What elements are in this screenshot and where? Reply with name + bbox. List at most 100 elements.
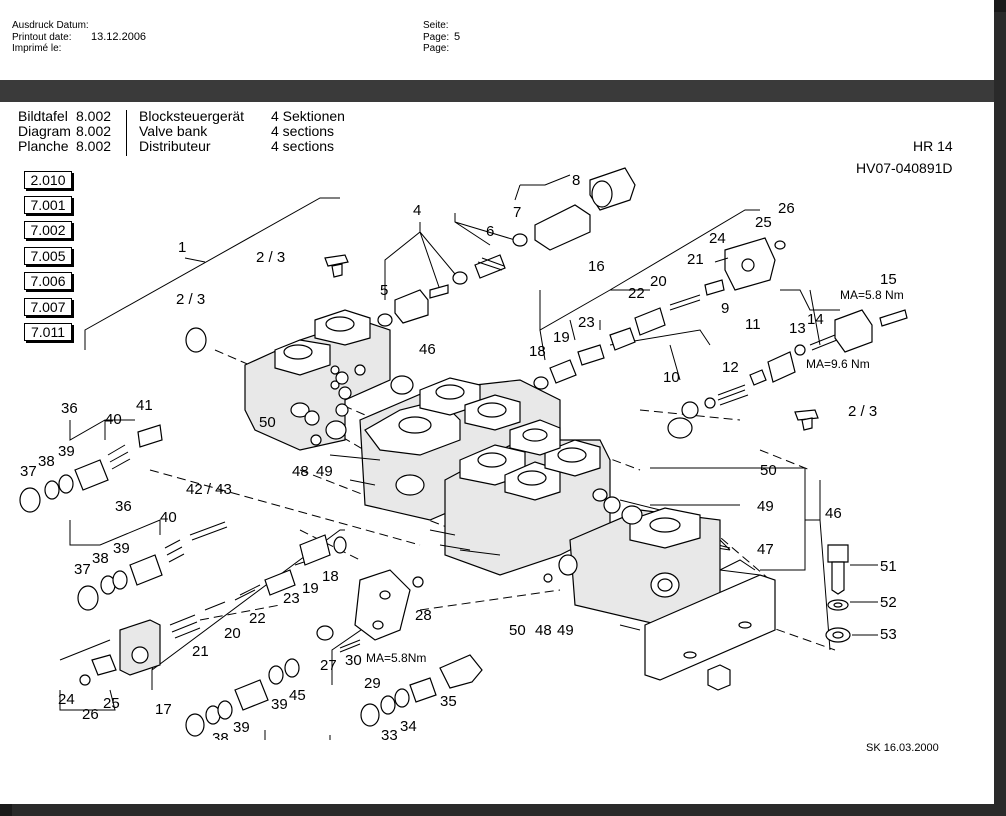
diagram-label-de: Bildtafel (18, 108, 68, 124)
reference-box[interactable]: 7.001 (24, 196, 72, 214)
diagram-no-fr: 8.002 (76, 138, 112, 154)
callout-label: 49 (557, 622, 574, 639)
callout-label: 5 (380, 282, 388, 299)
callout-label: 4 (413, 202, 421, 219)
model-label: HR 14 (913, 138, 953, 154)
reference-box[interactable]: 2.010 (24, 171, 72, 189)
page-number: 5 (454, 31, 461, 43)
callout-label: 37 (74, 561, 91, 578)
printout-label-fr: Imprimé le: (12, 43, 62, 54)
callout-label: 40 (160, 509, 177, 526)
callout-label: 23 (283, 590, 300, 607)
page-label-fr: Page: (423, 43, 450, 54)
callout-label: 40 (105, 411, 122, 428)
title-fr: Distributeur (139, 138, 211, 154)
callout-label: 2 / 3 (176, 291, 205, 308)
callout-label: 32 (360, 737, 377, 740)
page-label-de: Seite: (423, 20, 449, 31)
sections-en: 4 sections (271, 123, 335, 139)
drawing-footer: SK 16.03.2000 (866, 742, 939, 754)
page-shadow-right (994, 12, 1006, 816)
callout-label: 13 (789, 320, 806, 337)
printout-date: 13.12.2006 (91, 31, 147, 43)
reference-box[interactable]: 7.011 (24, 323, 72, 341)
callout-label: 6 (486, 223, 494, 240)
reference-box[interactable]: 7.005 (24, 247, 72, 265)
callout-label: 42 / 43 (186, 481, 232, 498)
callout-label: 50 (760, 462, 777, 479)
torque-label: MA=5.8 Nm (840, 288, 904, 302)
reference-box[interactable]: 7.006 (24, 272, 72, 290)
callout-label: 46 (825, 505, 842, 522)
title-en: Valve bank (139, 123, 208, 139)
callout-label: 36 (115, 498, 132, 515)
callout-label: 29 (364, 675, 381, 692)
page-separator (0, 80, 994, 102)
callout-label: 48 (292, 463, 309, 480)
exploded-parts-drawing: 1 2 / 3 2 / 3 2 / 3 4 5 6 7 8 9 10 11 12… (19, 167, 908, 740)
callout-label: 33 (381, 727, 398, 740)
callout-label: 20 (650, 273, 667, 290)
callout-label: 49 (757, 498, 774, 515)
callout-label: 22 (628, 285, 645, 302)
page-label-en: Page: (423, 32, 450, 43)
callout-label: 23 (578, 314, 595, 331)
callout-label: 50 (509, 622, 526, 639)
callout-label: 26 (82, 706, 99, 723)
drawing-code: HV07-040891D (856, 160, 953, 176)
callout-label: 22 (249, 610, 266, 627)
callout-label: 41 (136, 397, 153, 414)
callout-label: 21 (687, 251, 704, 268)
torque-label: MA=5.8Nm (366, 651, 426, 665)
callout-label: 45 (289, 687, 306, 704)
callout-label: 7 (513, 204, 521, 221)
header-divider (126, 110, 127, 156)
torque-label: MA=9.6 Nm (806, 357, 870, 371)
callout-label: 47 (757, 541, 774, 558)
callout-label: 52 (880, 594, 897, 611)
callout-label: 20 (224, 625, 241, 642)
callout-label: 21 (192, 643, 209, 660)
callout-label: 10 (663, 369, 680, 386)
callout-label: 2 / 3 (848, 403, 877, 420)
callout-label: 38 (212, 730, 229, 740)
diagram-label-en: Diagram (18, 123, 71, 139)
callout-label: 30 (345, 652, 362, 669)
callout-label: 39 (58, 443, 75, 460)
callout-label: 36 (61, 400, 78, 417)
callout-label: 24 (709, 230, 726, 247)
callout-label: 48 (535, 622, 552, 639)
callout-label: 16 (588, 258, 605, 275)
callout-label: 26 (778, 200, 795, 217)
printout-label-de: Ausdruck Datum: (12, 20, 89, 31)
callout-label: 46 (419, 341, 436, 358)
callout-label: 11 (745, 316, 761, 333)
callout-label: 34 (400, 718, 417, 735)
callout-label: 50 (259, 414, 276, 431)
callout-label: 9 (721, 300, 729, 317)
callout-label: 1 (178, 239, 186, 256)
callout-label: 18 (322, 568, 339, 585)
callout-label: 25 (755, 214, 772, 231)
diagram-label-fr: Planche (18, 138, 69, 154)
callout-label: 18 (529, 343, 546, 360)
callout-label: 28 (415, 607, 432, 624)
callout-label: 39 (271, 696, 288, 713)
callout-label: 25 (103, 695, 120, 712)
callout-label: 38 (38, 453, 55, 470)
callout-label: 14 (807, 311, 824, 328)
sections-de: 4 Sektionen (271, 108, 345, 124)
callout-label: 24 (58, 691, 75, 708)
diagram-no-en: 8.002 (76, 123, 112, 139)
sections-fr: 4 sections (271, 138, 335, 154)
callout-label: 35 (440, 693, 457, 710)
callout-label: 2 / 3 (256, 249, 285, 266)
diagram-no-de: 8.002 (76, 108, 112, 124)
callout-label: 37 (20, 463, 37, 480)
reference-box[interactable]: 7.007 (24, 298, 72, 316)
printout-label-en: Printout date: (12, 32, 72, 43)
callout-label: 27 (320, 657, 337, 674)
callout-label: 39 (233, 719, 250, 736)
reference-box[interactable]: 7.002 (24, 221, 72, 239)
page-shadow-bottom (12, 804, 1006, 816)
